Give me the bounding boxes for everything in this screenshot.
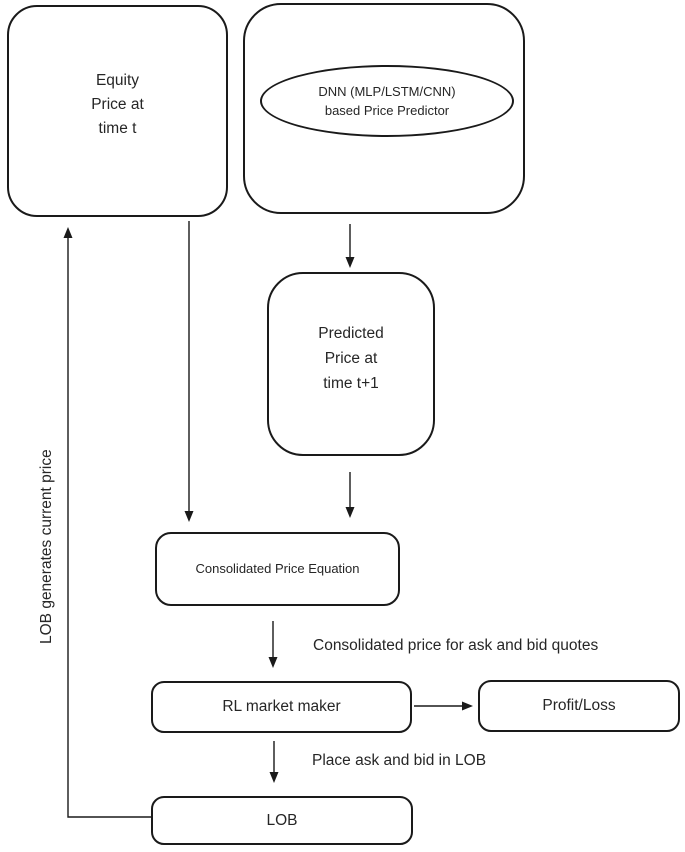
arrow-rl-to-profit [414,701,473,711]
node-consolidated-price: Consolidated Price Equation [155,532,400,606]
arrow-consolidated-to-rl [268,621,278,668]
edge-label-lob-generates-price: LOB generates current price [38,449,55,645]
node-consolidated-price-label: Consolidated Price Equation [195,561,360,576]
node-equity-price-label: Equity Price at time t [91,72,144,137]
node-predicted-price-label: Predicted Price at time t+1 [318,324,384,392]
edge-label-consolidated-price: Consolidated price for ask and bid quote… [313,637,599,654]
node-dnn-ellipse: DNN (MLP/LSTM/CNN) based Price Predictor [260,65,514,137]
node-rl-market-maker-label: RL market maker [222,698,341,715]
arrow-lob-to-equity [63,227,151,818]
node-lob: LOB [151,796,413,845]
node-profit-loss: Profit/Loss [478,680,680,732]
node-equity-price: Equity Price at time t [7,5,228,217]
arrow-predicted-to-consolidated [345,472,355,518]
node-predicted-price: Predicted Price at time t+1 [267,272,435,456]
node-rl-market-maker: RL market maker [151,681,412,733]
node-lob-label: LOB [266,811,298,829]
node-profit-loss-label: Profit/Loss [542,697,616,714]
node-dnn-ellipse-label: DNN (MLP/LSTM/CNN) based Price Predictor [318,84,456,118]
arrow-rl-to-lob [269,741,279,783]
arrow-equity-to-consolidated [184,221,194,522]
edge-label-place-ask-bid: Place ask and bid in LOB [312,752,487,769]
arrow-dnn-to-predicted [345,224,355,268]
